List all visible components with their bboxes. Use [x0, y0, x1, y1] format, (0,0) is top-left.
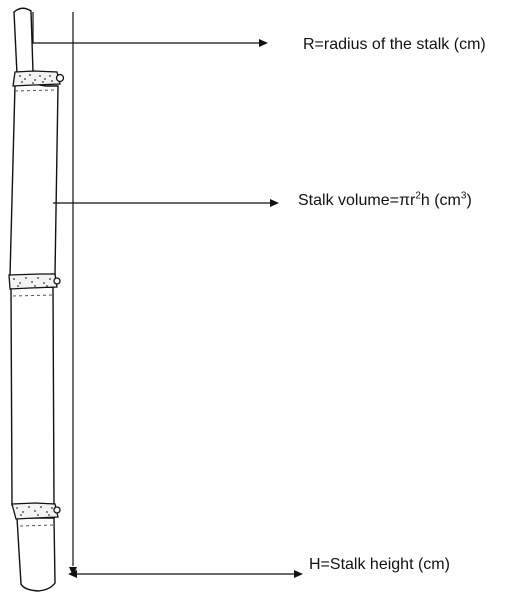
- volume-label-sup-2: 3: [460, 190, 467, 202]
- height-arrowhead-right-icon: [294, 570, 303, 578]
- stalk-bottom-segment: [16, 517, 56, 592]
- stalk-segment-2: [10, 286, 55, 506]
- stalk-node-2: [8, 273, 58, 290]
- volume-label: Stalk volume=πr2h (cm3): [298, 190, 472, 209]
- arrowheads: [68, 39, 303, 578]
- volume-label-suffix: ): [466, 192, 472, 209]
- height-label: H=Stalk height (cm): [309, 556, 450, 573]
- radius-arrowhead-icon: [259, 39, 268, 47]
- stalk-segment-1: [9, 83, 59, 277]
- stalk-drawing: [9, 7, 59, 592]
- measurement-lines: [32, 12, 295, 575]
- stalk-bud-2: [53, 277, 61, 285]
- stalk-bud-3: [53, 506, 61, 514]
- volume-label-sup-1: 2: [415, 190, 421, 202]
- stalk-top-cap: [13, 7, 34, 75]
- radius-label: R=radius of the stalk (cm): [303, 36, 486, 53]
- volume-label-mid: h (cm: [420, 192, 461, 209]
- height-arrowhead-down-icon: [69, 567, 77, 576]
- radius-line: [32, 12, 260, 44]
- stalk-node-1: [12, 70, 61, 87]
- node-texture: [13, 74, 53, 516]
- volume-arrowhead-icon: [270, 199, 279, 207]
- stalk-bud-1: [55, 73, 65, 83]
- volume-label-prefix: Stalk volume=πr: [298, 192, 416, 209]
- stalk-ring-marks: [12, 89, 56, 527]
